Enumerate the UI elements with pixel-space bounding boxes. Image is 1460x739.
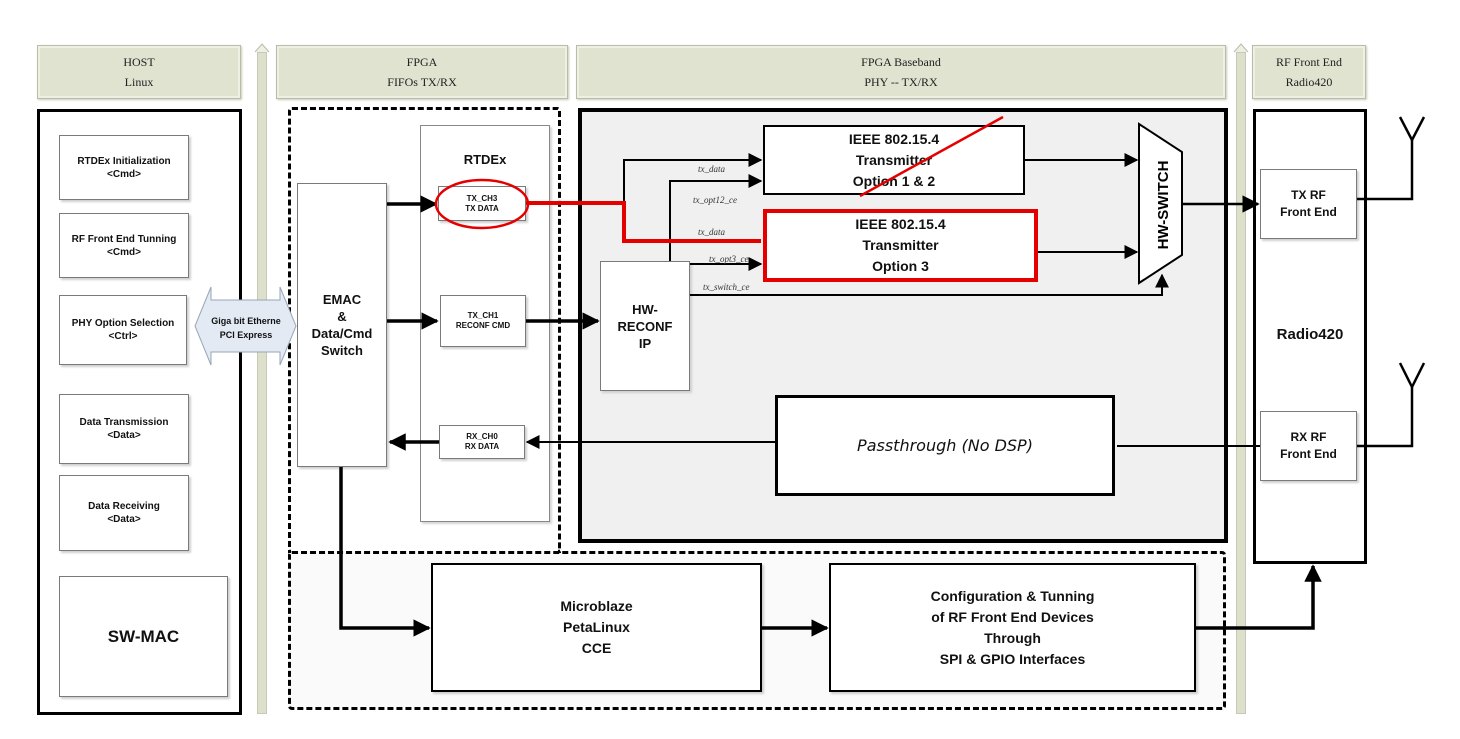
block-title: RF Front End Tunning xyxy=(71,233,177,245)
rx-rf-label: RX RF xyxy=(1290,430,1327,444)
header-fpga-baseband: FPGA Baseband PHY -- TX/RX xyxy=(576,45,1226,99)
rx-antenna-icon xyxy=(1357,362,1426,448)
block-title: PHY Option Selection xyxy=(71,318,175,329)
emac-label: Switch xyxy=(321,343,363,358)
rtdex-channel-rx-ch0: RX_CH0 RX DATA xyxy=(439,425,525,459)
header-rf-front-end-subtitle: Radio420 xyxy=(1285,75,1333,89)
tx-opt12-label: IEEE 802.15.4 xyxy=(848,130,940,147)
channel-name: TX_CH3 xyxy=(466,193,498,203)
rf-config-block: Configuration & Tunning of RF Front End … xyxy=(829,563,1196,692)
tx-antenna-icon xyxy=(1357,116,1426,201)
channel-name: RX_CH0 xyxy=(466,432,498,441)
block-subtitle: <Ctrl> xyxy=(108,331,138,342)
block-title: Data Transmission xyxy=(79,417,169,428)
rf-config-label: Configuration & Tunning xyxy=(930,587,1095,604)
hw-switch-mux xyxy=(1138,122,1183,285)
hw-switch-label: HW-SWITCH xyxy=(1155,161,1172,250)
rf-config-label: of RF Front End Devices xyxy=(931,608,1094,625)
signal-tx-switch-ce: tx_switch_ce xyxy=(703,282,750,292)
host-block-rf-tuning: RF Front End Tunning <Cmd> xyxy=(59,213,189,278)
highlight-tx-data-path xyxy=(526,201,761,243)
header-host-title: HOST xyxy=(123,55,155,69)
header-fpga-fifo-title: FPGA xyxy=(406,55,438,69)
rtdex-title: RTDEx xyxy=(463,152,507,167)
signal-tx-data-1: tx_data xyxy=(698,164,725,174)
block-subtitle: <Data> xyxy=(107,514,141,525)
microblaze-block: Microblaze PetaLinux CCE xyxy=(431,563,762,692)
link-label-line1: Giga bit Etherne xyxy=(211,316,281,326)
passthrough-label: Passthrough (No DSP) xyxy=(857,436,1033,455)
host-block-rtdex-init: RTDEx Initialization <Cmd> xyxy=(59,135,189,200)
emac-switch-block: EMAC & Data/Cmd Switch xyxy=(297,183,387,467)
microblaze-label: Microblaze xyxy=(560,598,633,614)
microblaze-label: CCE xyxy=(581,640,612,656)
highlight-ellipse-tx-ch3 xyxy=(434,178,530,230)
tx-rf-label: TX RF xyxy=(1291,188,1326,202)
signal-tx-data-2: tx_data xyxy=(698,227,725,237)
hw-reconf-label: RECONF xyxy=(617,318,673,334)
wire-emac-to-microblaze xyxy=(339,467,431,637)
block-subtitle: <Data> xyxy=(107,430,141,441)
signal-tx-opt3-ce: tx_opt3_ce xyxy=(709,254,749,264)
tx-opt12-label: Transmitter xyxy=(855,151,933,168)
host-block-phy-option: PHY Option Selection <Ctrl> xyxy=(59,295,187,365)
bus-arrow-head-right xyxy=(1233,43,1249,53)
block-title: Data Receiving xyxy=(88,501,160,512)
hw-reconf-label: HW- xyxy=(632,301,658,317)
block-subtitle: <Cmd> xyxy=(107,168,141,180)
bus-bar-baseband-rf xyxy=(1236,52,1246,714)
link-double-arrow xyxy=(194,286,297,366)
hw-reconf-ip-block: HW- RECONF IP xyxy=(600,261,690,391)
rf-config-label: SPI & GPIO Interfaces xyxy=(939,650,1086,667)
header-rf-front-end-title: RF Front End xyxy=(1275,55,1342,69)
header-fpga-fifo-subtitle: FIFOs TX/RX xyxy=(387,75,457,89)
bus-bar-host-fpga xyxy=(257,52,267,714)
header-host: HOST Linux xyxy=(37,45,241,99)
header-fpga-baseband-title: FPGA Baseband xyxy=(861,55,941,69)
host-block-data-tx: Data Transmission <Data> xyxy=(59,394,189,464)
tx-option-3-block: IEEE 802.15.4 Transmitter Option 3 xyxy=(763,209,1038,282)
rf-config-label: Through xyxy=(984,629,1041,646)
block-title: RTDEx Initialization xyxy=(77,155,171,167)
wire-tx-switch-ce xyxy=(690,273,1169,296)
header-rf-front-end: RF Front End Radio420 xyxy=(1252,45,1366,99)
signal-tx-opt12-ce: tx_opt12_ce xyxy=(693,195,737,205)
radio420-title: Radio420 xyxy=(1276,326,1344,343)
block-subtitle: <Cmd> xyxy=(107,246,141,258)
sw-mac-label: SW-MAC xyxy=(107,626,180,646)
link-label-line2: PCI Express xyxy=(220,330,273,340)
microblaze-label: PetaLinux xyxy=(563,619,630,635)
header-host-subtitle: Linux xyxy=(124,75,154,89)
strike-through-opt12 xyxy=(859,115,1004,198)
rtdex-channel-tx-ch1: TX_CH1 RECONF CMD xyxy=(440,295,526,347)
rx-rf-label: Front End xyxy=(1280,447,1337,461)
tx-opt12-label: Option 1 & 2 xyxy=(852,172,936,189)
channel-name: TX_CH1 xyxy=(467,311,499,320)
emac-label: Data/Cmd xyxy=(311,326,373,341)
emac-label: EMAC xyxy=(322,292,362,307)
bus-arrow-head-left xyxy=(254,43,270,53)
wire-tx-data-opt12 xyxy=(623,153,763,203)
channel-desc: RECONF CMD xyxy=(455,321,511,330)
rtdex-channel-tx-ch3: TX_CH3 TX DATA xyxy=(438,186,526,221)
tx-rf-front-end-block: TX RF Front End xyxy=(1260,169,1357,239)
rx-rf-front-end-block: RX RF Front End xyxy=(1260,411,1357,481)
tx-opt3-label: IEEE 802.15.4 xyxy=(855,216,946,232)
wire-config-to-radio xyxy=(1196,564,1322,630)
tx-opt3-label: Transmitter xyxy=(862,237,939,253)
tx-opt3-label: Option 3 xyxy=(872,258,929,274)
host-block-data-rx: Data Receiving <Data> xyxy=(59,475,189,551)
channel-desc: RX DATA xyxy=(464,442,500,451)
header-fpga-baseband-subtitle: PHY -- TX/RX xyxy=(864,75,938,89)
hw-reconf-label: IP xyxy=(638,335,652,351)
header-fpga-fifo: FPGA FIFOs TX/RX xyxy=(276,45,568,99)
passthrough-block: Passthrough (No DSP) xyxy=(775,395,1115,496)
sw-mac-block: SW-MAC xyxy=(59,576,228,697)
channel-desc: TX DATA xyxy=(465,203,499,213)
tx-rf-label: Front End xyxy=(1280,205,1337,219)
emac-label: & xyxy=(337,309,347,324)
tx-option-1-2-block: IEEE 802.15.4 Transmitter Option 1 & 2 xyxy=(763,125,1025,195)
wire-tx-opt12-ce xyxy=(669,174,763,261)
